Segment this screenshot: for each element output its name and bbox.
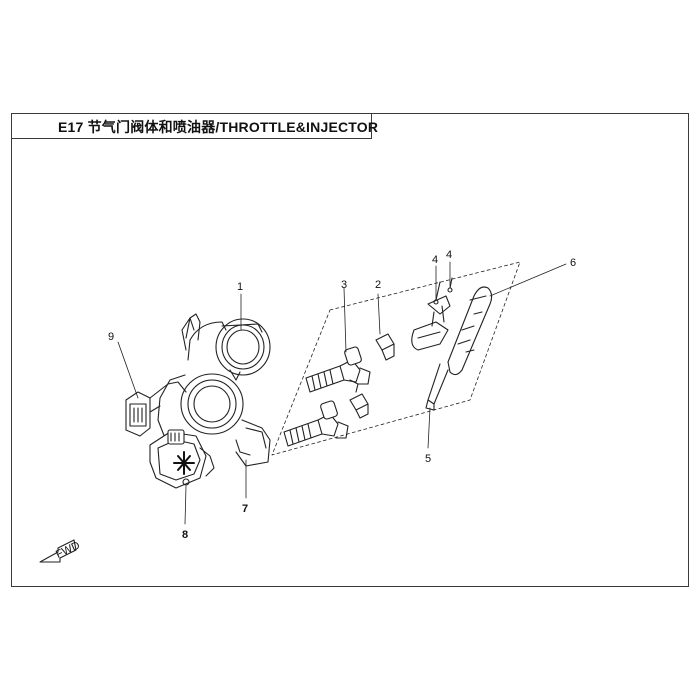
diagram-title: E17 节气门阀体和喷油器/THROTTLE&INJECTOR bbox=[58, 119, 379, 135]
callout-4-right: 4 bbox=[446, 249, 452, 261]
callout-2: 2 bbox=[375, 279, 381, 291]
leader-lines bbox=[117, 261, 567, 525]
diagram-frame bbox=[11, 113, 689, 587]
upper-injector bbox=[305, 346, 371, 393]
callout-3: 3 bbox=[341, 279, 347, 291]
lower-injector bbox=[283, 400, 349, 447]
callout-4-left: 4 bbox=[432, 254, 438, 266]
title-box bbox=[11, 113, 372, 139]
injector-group-outline bbox=[271, 261, 521, 456]
callout-6: 6 bbox=[570, 257, 576, 269]
fuel-hose bbox=[425, 363, 449, 411]
callout-8: 8 bbox=[182, 529, 188, 541]
fwd-label: FWD bbox=[54, 539, 82, 560]
idle-motor-hatch bbox=[173, 451, 195, 475]
callout-1: 1 bbox=[237, 281, 243, 293]
forward-arrow-icon bbox=[39, 539, 77, 563]
bolt-right bbox=[447, 277, 453, 293]
injector-seal-lower bbox=[349, 379, 369, 419]
callout-5: 5 bbox=[425, 453, 431, 465]
throttle-body bbox=[125, 313, 271, 489]
injector-seal-upper bbox=[375, 333, 395, 361]
callout-9: 9 bbox=[108, 331, 114, 343]
callout-7: 7 bbox=[242, 503, 248, 515]
fuel-rail bbox=[411, 286, 493, 376]
